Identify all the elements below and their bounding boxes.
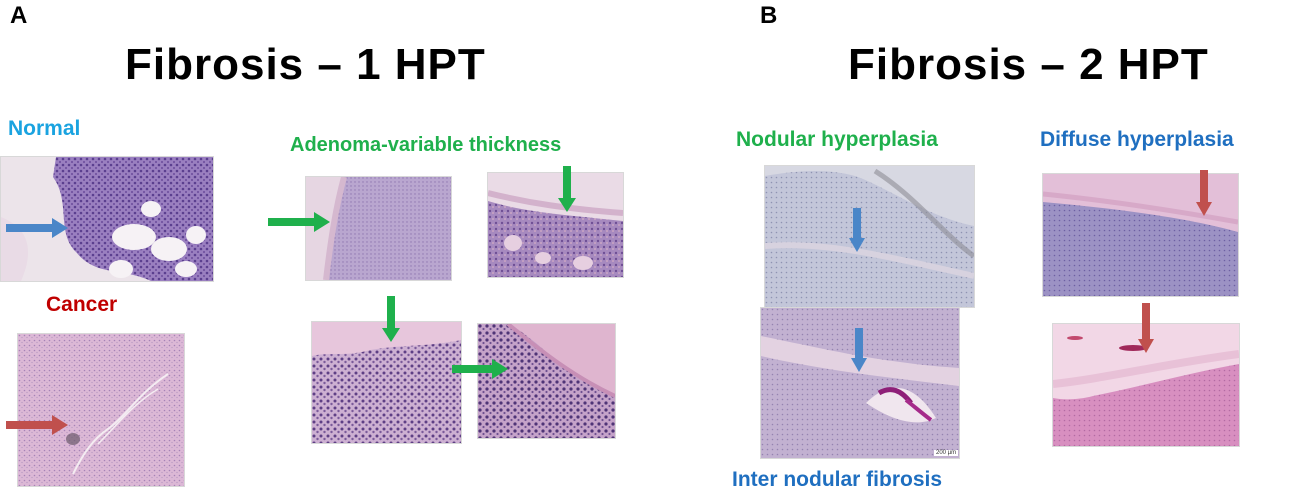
blue-arrow-down-icon xyxy=(851,328,867,377)
adenoma-micrograph-3 xyxy=(311,321,462,444)
adenoma-label: Adenoma-variable thickness xyxy=(290,134,562,156)
green-arrow-icon xyxy=(268,212,330,237)
adenoma-micrograph-1 xyxy=(305,176,452,281)
green-arrow-down-icon xyxy=(558,166,576,217)
blue-arrow-down-icon xyxy=(849,208,865,257)
blue-arrow-icon xyxy=(6,218,68,243)
normal-micrograph xyxy=(0,156,214,282)
panel-a-title: Fibrosis – 1 HPT xyxy=(125,40,486,89)
diffuse-label: Diffuse hyperplasia xyxy=(1040,128,1234,151)
adenoma-micrograph-4 xyxy=(477,323,616,439)
panel-b-letter: B xyxy=(760,2,778,29)
red-arrow-down-icon xyxy=(1138,303,1154,358)
red-arrow-icon xyxy=(6,415,68,440)
internodular-label: Inter nodular fibrosis xyxy=(732,468,943,491)
green-arrow-icon xyxy=(452,359,508,384)
nodular-micrograph xyxy=(764,165,975,308)
nodular-label: Nodular hyperplasia xyxy=(736,128,938,151)
normal-label: Normal xyxy=(8,117,81,140)
scale-bar-label: 200 µm xyxy=(934,450,959,456)
panel-a-letter: A xyxy=(10,2,28,29)
cancer-micrograph xyxy=(17,333,185,487)
cancer-label: Cancer xyxy=(46,293,118,316)
red-arrow-down-icon xyxy=(1196,170,1212,221)
green-arrow-down-icon xyxy=(382,296,400,347)
panel-b-title: Fibrosis – 2 HPT xyxy=(848,40,1209,89)
adenoma-micrograph-2 xyxy=(487,172,624,278)
